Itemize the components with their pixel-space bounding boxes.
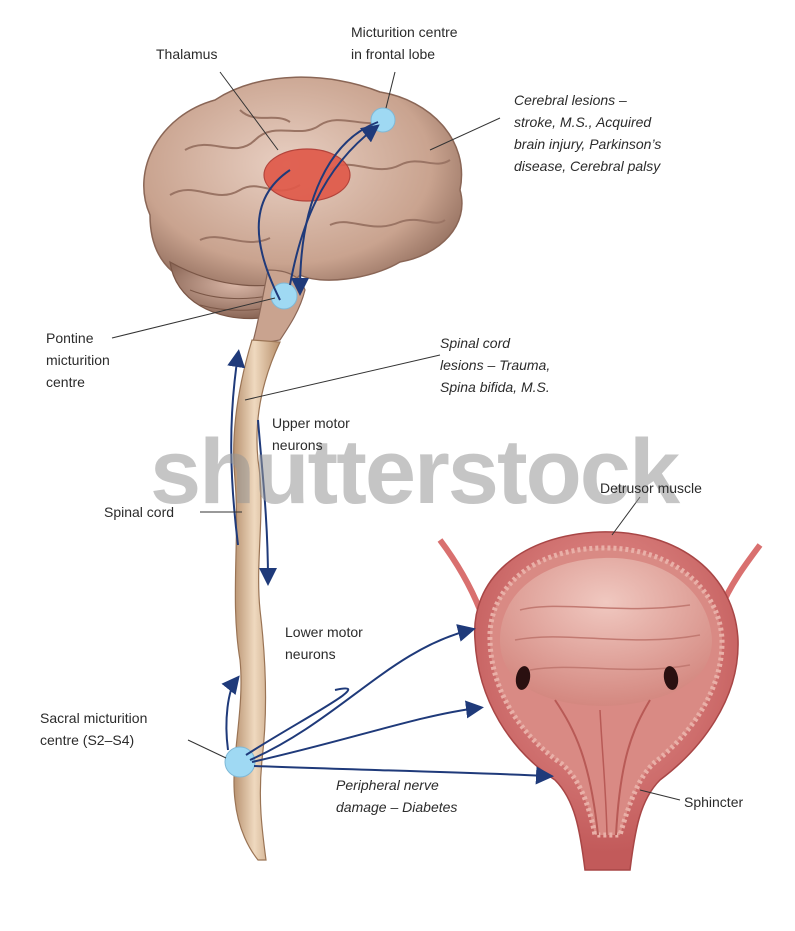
label-sacral-1: Sacral micturition (40, 708, 147, 729)
label-pontine-2: micturition (46, 350, 110, 371)
label-upper-motor-1: Upper motor (272, 413, 350, 434)
label-cerebral-lesions-3: brain injury, Parkinson’s (514, 134, 661, 155)
label-spinal-lesions-1: Spinal cord (440, 333, 510, 354)
label-thalamus: Thalamus (156, 44, 217, 65)
label-detrusor: Detrusor muscle (600, 478, 702, 499)
brain (144, 77, 462, 345)
label-lower-motor-2: neurons (285, 644, 336, 665)
label-spinal-lesions-2: lesions – Trauma, (440, 355, 550, 376)
label-frontal-centre-2: in frontal lobe (351, 44, 435, 65)
label-pontine-1: Pontine (46, 328, 93, 349)
watermark: shutterstock (150, 420, 678, 525)
label-spinal-lesions-3: Spina bifida, M.S. (440, 377, 550, 398)
label-sacral-2: centre (S2–S4) (40, 730, 134, 751)
label-sphincter: Sphincter (684, 792, 743, 813)
label-upper-motor-2: neurons (272, 435, 323, 456)
bladder (440, 532, 760, 870)
label-frontal-centre-1: Micturition centre (351, 22, 458, 43)
label-peripheral-1: Peripheral nerve (336, 775, 439, 796)
label-lower-motor-1: Lower motor (285, 622, 363, 643)
label-cerebral-lesions-2: stroke, M.S., Acquired (514, 112, 651, 133)
label-peripheral-2: damage – Diabetes (336, 797, 457, 818)
thalamus-region (264, 149, 350, 201)
label-spinal-cord: Spinal cord (104, 502, 174, 523)
label-cerebral-lesions-1: Cerebral lesions – (514, 90, 627, 111)
label-pontine-3: centre (46, 372, 85, 393)
label-cerebral-lesions-4: disease, Cerebral palsy (514, 156, 660, 177)
